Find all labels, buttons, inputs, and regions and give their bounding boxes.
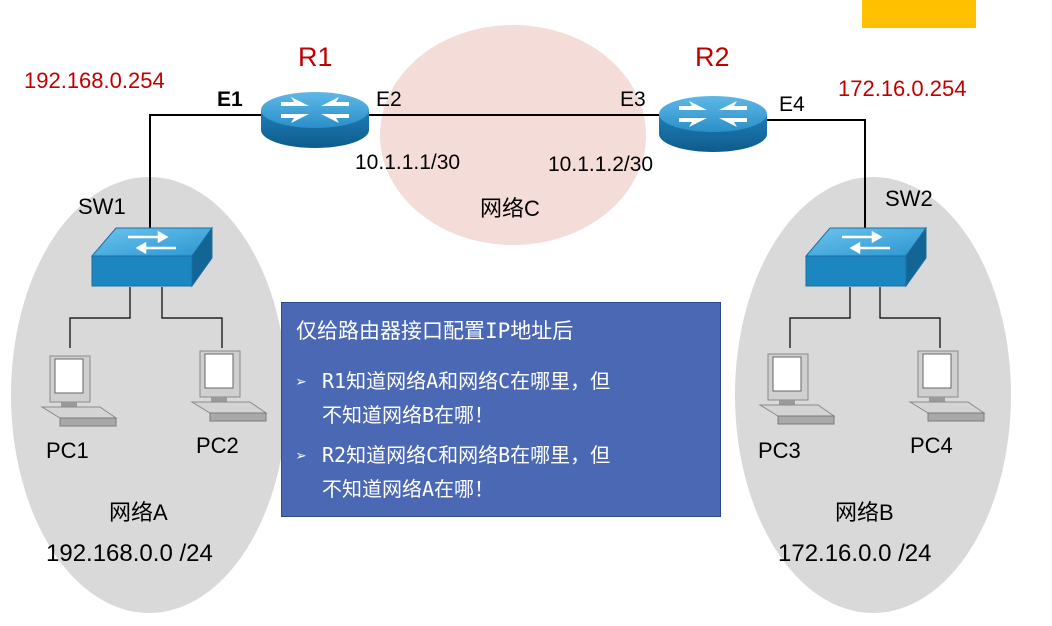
pc3-label: PC3 — [758, 438, 801, 463]
info-item-r2-line1: R2知道网络C和网络B在哪里，但 — [322, 443, 611, 467]
info-item-r2: ➢ R2知道网络C和网络B在哪里，但 不知道网络A在哪！ — [296, 439, 610, 505]
links — [149, 114, 866, 230]
accent-rectangle — [862, 0, 976, 28]
network-a-label: 网络A — [109, 500, 168, 525]
info-box: 仅给路由器接口配置IP地址后 ➢ R1知道网络A和网络C在哪里，但 不知道网络B在… — [281, 302, 721, 517]
network-a-cidr: 192.168.0.0 /24 — [46, 540, 213, 567]
interface-e3-label: E3 — [620, 88, 646, 111]
r2-gateway-ip: 172.16.0.254 — [838, 76, 967, 101]
network-b-cidr: 172.16.0.0 /24 — [778, 540, 932, 567]
network-a-ellipse — [11, 177, 287, 613]
switch-sw2-label: SW2 — [885, 186, 933, 211]
link-sw1-pc2 — [161, 287, 223, 348]
pc1-label: PC1 — [46, 438, 89, 463]
router-r1-icon[interactable] — [261, 92, 369, 148]
arrow-bullet-icon: ➢ — [296, 446, 307, 467]
info-item-r1-line2: 不知道网络B在哪！ — [322, 403, 495, 427]
router-r2-icon[interactable] — [659, 96, 767, 152]
interface-e2-label: E2 — [376, 88, 402, 111]
r1-gateway-ip: 192.168.0.254 — [24, 68, 165, 93]
arrow-bullet-icon: ➢ — [296, 372, 307, 393]
r2-link-ip: 10.1.1.2/30 — [548, 153, 654, 176]
link-sw2-pc3 — [789, 287, 851, 348]
network-b-label: 网络B — [835, 500, 894, 525]
r1-link-ip: 10.1.1.1/30 — [355, 151, 461, 174]
switch-sw1-label: SW1 — [78, 194, 126, 219]
link-r1-sw1 — [149, 114, 262, 230]
interface-e4-label: E4 — [779, 93, 805, 116]
info-item-r1-line1: R1知道网络A和网络C在哪里，但 — [322, 369, 611, 393]
router-r2-label: R2 — [695, 42, 730, 72]
info-item-r1: ➢ R1知道网络A和网络C在哪里，但 不知道网络B在哪！ — [296, 365, 610, 431]
pc2-label: PC2 — [196, 433, 239, 458]
network-c-label: 网络C — [480, 196, 540, 221]
pc4-label: PC4 — [910, 433, 953, 458]
info-item-r2-line2: 不知道网络A在哪！ — [322, 477, 495, 501]
network-c-ellipse — [380, 25, 646, 245]
switch-sw1-icon[interactable] — [90, 226, 213, 288]
link-sw1-pc1 — [69, 287, 131, 348]
switch-sw2-icon[interactable] — [804, 226, 927, 288]
info-box-title: 仅给路由器接口配置IP地址后 — [296, 319, 574, 343]
network-b-ellipse — [735, 177, 1011, 613]
link-sw2-pc4 — [879, 287, 941, 348]
router-r1-label: R1 — [298, 42, 333, 72]
link-r2-sw2 — [766, 119, 866, 230]
pc-links — [69, 287, 941, 348]
interface-e1-label: E1 — [217, 88, 243, 111]
